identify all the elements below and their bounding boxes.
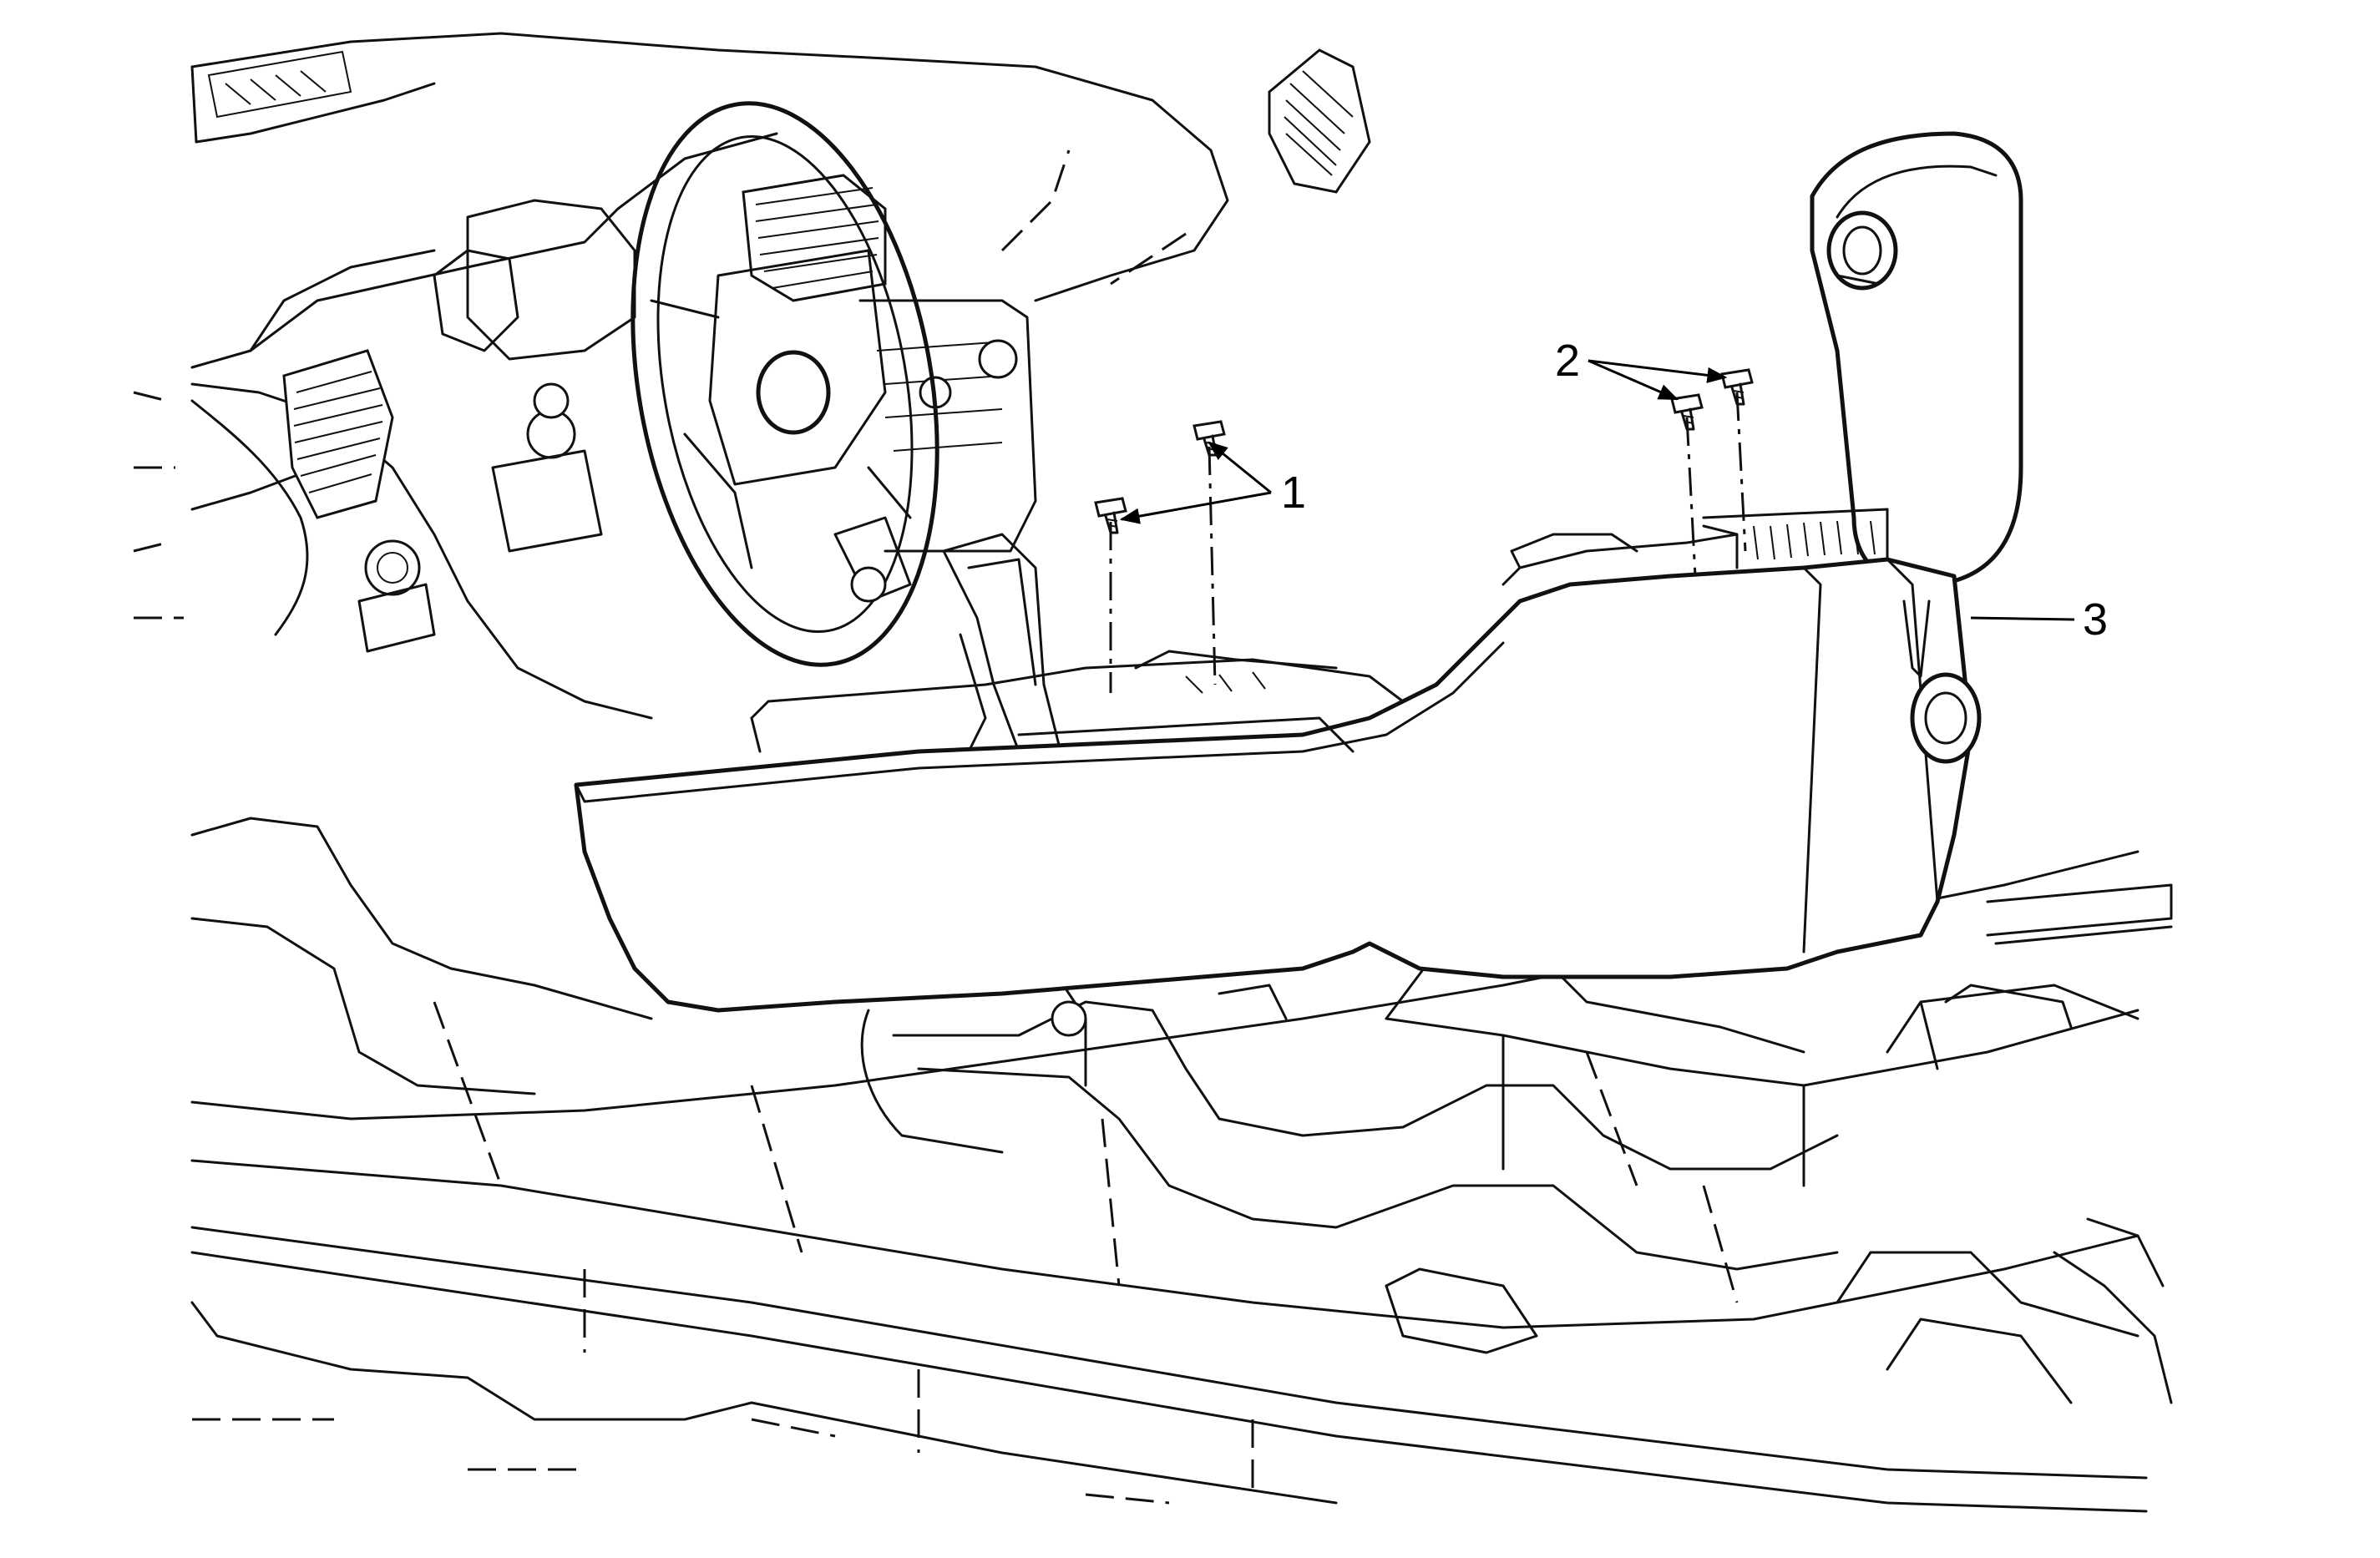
callout-3: 3 [1970, 594, 2108, 645]
callout-2: 2 [1555, 336, 1728, 401]
screw-icon [1094, 497, 1127, 534]
callout-1: 1 [1119, 441, 1306, 524]
armrest-lid [1810, 131, 2023, 587]
steering-wheel [630, 101, 939, 667]
fasteners-item-1 [1094, 420, 1226, 693]
floor-pan [190, 817, 2173, 1513]
screw-icon [1720, 368, 1754, 406]
shift-lever [942, 533, 1062, 753]
callout-2-label: 2 [1555, 336, 1580, 386]
instrument-panel [133, 32, 1371, 720]
callout-1-label: 1 [1281, 468, 1306, 518]
floor-console [574, 508, 1982, 1013]
screw-icon [1670, 393, 1704, 431]
callout-3-label: 3 [2083, 594, 2108, 645]
fasteners-item-2 [1670, 368, 1754, 577]
